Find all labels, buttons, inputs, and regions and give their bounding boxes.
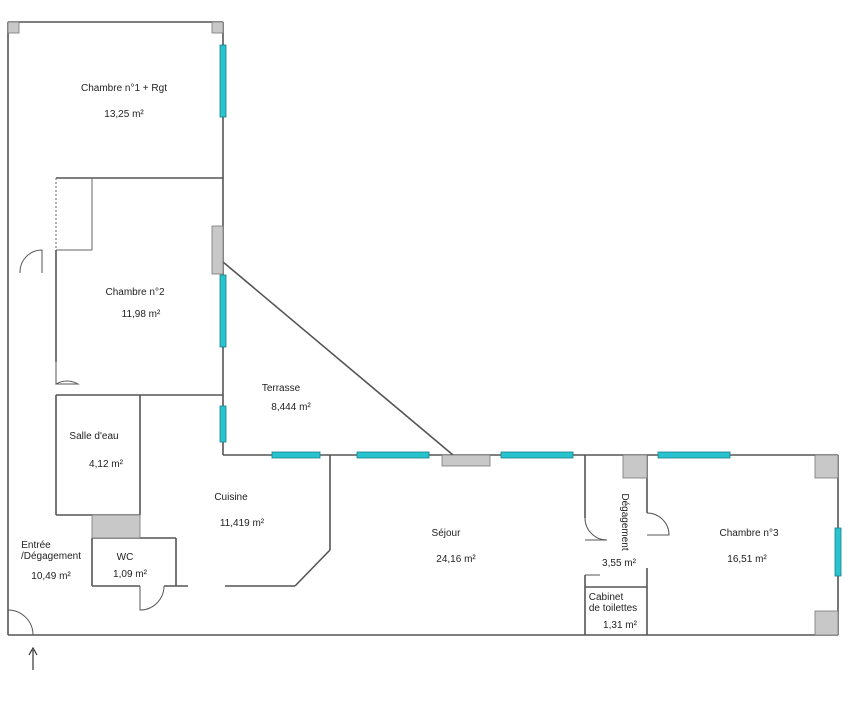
door-degagement-left bbox=[584, 517, 608, 541]
window-terrasse-1 bbox=[271, 451, 321, 459]
door-entry bbox=[7, 609, 34, 636]
terrasse-area: 8,444 m² bbox=[271, 402, 311, 413]
room-labels: Chambre n°1 + Rgt 13,25 m² Chambre n°2 1… bbox=[21, 83, 779, 631]
door-chambre2-entry bbox=[7, 249, 43, 274]
chambre1-area: 13,25 m² bbox=[104, 109, 144, 120]
terrasse-name: Terrasse bbox=[262, 383, 301, 394]
window-chambre3-top bbox=[657, 451, 731, 459]
pillar-degagement bbox=[622, 454, 648, 479]
cabinet-name-line2: de toilettes bbox=[589, 603, 637, 614]
salle-eau-name: Salle d'eau bbox=[69, 431, 118, 442]
entree-area: 10,49 m² bbox=[31, 571, 71, 582]
door-wc bbox=[139, 585, 165, 611]
door-degagement-right bbox=[646, 512, 670, 536]
cabinet-area: 1,31 m² bbox=[603, 620, 638, 631]
entree-name-line1: Entrée bbox=[21, 540, 51, 551]
wc-area: 1,09 m² bbox=[113, 569, 148, 580]
pillar-wc bbox=[91, 514, 141, 539]
pillar-sejour bbox=[441, 454, 491, 467]
pillar-chambre2 bbox=[211, 225, 224, 275]
chambre3-name: Chambre n°3 bbox=[719, 528, 778, 539]
degagement-area: 3,55 m² bbox=[602, 558, 637, 569]
cuisine-name: Cuisine bbox=[214, 492, 248, 503]
window-chambre1 bbox=[219, 44, 227, 118]
chambre1-name: Chambre n°1 + Rgt bbox=[81, 83, 167, 94]
window-sejour-2 bbox=[500, 451, 574, 459]
doors bbox=[7, 249, 670, 636]
pillar-top-left bbox=[7, 21, 20, 34]
chambre3-area: 16,51 m² bbox=[727, 554, 767, 565]
cabinet-name-line1: Cabinet bbox=[589, 592, 624, 603]
chambre2-name: Chambre n°2 bbox=[105, 287, 164, 298]
windows bbox=[219, 44, 842, 577]
window-chambre3-right bbox=[834, 527, 842, 577]
window-sejour-1 bbox=[356, 451, 430, 459]
chambre2-area: 11,98 m² bbox=[122, 309, 161, 320]
window-cuisine bbox=[219, 405, 227, 443]
pillars bbox=[7, 21, 839, 636]
pillar-chambre3-top bbox=[814, 454, 839, 479]
window-chambre2 bbox=[219, 274, 227, 348]
sejour-name: Séjour bbox=[432, 528, 462, 539]
terrasse-diagonal-wall bbox=[222, 261, 454, 456]
pillar-chambre3-bottom bbox=[814, 610, 839, 636]
sejour-area: 24,16 m² bbox=[436, 554, 476, 565]
wall-cuisine-angle bbox=[294, 549, 331, 587]
salle-eau-area: 4,12 m² bbox=[89, 459, 124, 470]
pillar-top-right bbox=[211, 21, 224, 34]
entree-name-line2: /Dégagement bbox=[21, 551, 81, 562]
wc-name: WC bbox=[117, 552, 134, 563]
door-chambre2-hall bbox=[55, 362, 80, 385]
degagement-name: Dégagement bbox=[619, 493, 630, 550]
entry-arrow-icon bbox=[28, 646, 38, 670]
cuisine-area: 11,419 m² bbox=[220, 518, 265, 529]
